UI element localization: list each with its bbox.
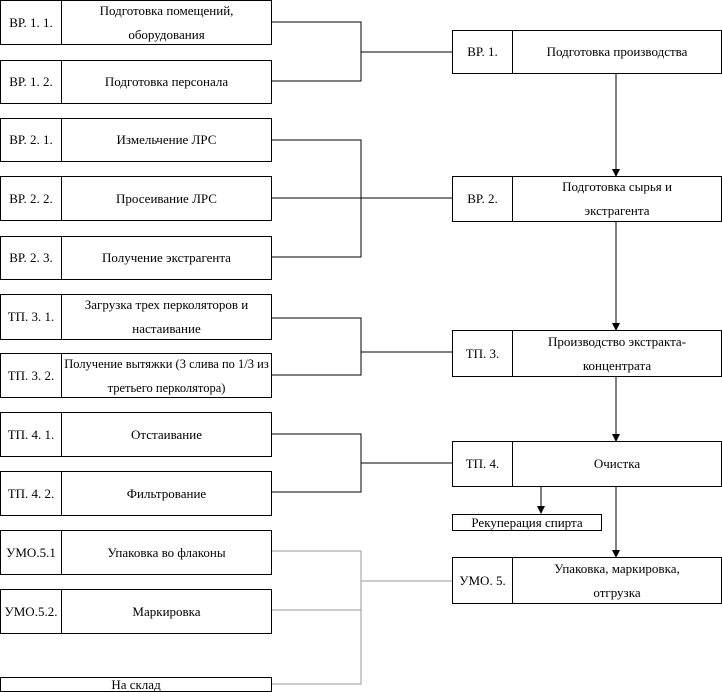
step-box-vr-2-1: ВР. 2. 1. Измельчение ЛРС bbox=[0, 118, 272, 162]
step-code: ВР. 2. 1. bbox=[1, 119, 62, 161]
alcohol-recovery-box: Рекуперация спирта bbox=[452, 514, 602, 531]
step-code: ВР. 2. 3. bbox=[1, 237, 62, 279]
stage-code: ВР. 1. bbox=[453, 31, 513, 73]
bracket-tp4 bbox=[271, 433, 362, 493]
bracket-umo5 bbox=[271, 550, 362, 685]
stage-name: Очистка bbox=[593, 456, 641, 471]
step-name: Просеивание ЛРС bbox=[116, 190, 217, 206]
step-box-vr-1-2: ВР. 1. 2. Подготовка персонала bbox=[0, 60, 272, 104]
stage-box-tp-4: ТП. 4. Очистка bbox=[452, 441, 722, 487]
step-name: Измельчение ЛРС bbox=[116, 132, 217, 147]
step-name: Подготовка персонала bbox=[104, 74, 229, 89]
step-name: Загрузка трех перколяторов и настаивание bbox=[84, 297, 249, 336]
step-box-tp-3-2: ТП. 3. 2. Получение вытяжки (3 слива по … bbox=[0, 353, 272, 398]
step-name: Отстаивание bbox=[131, 426, 202, 442]
stage-name: Производство экстракта-концентрата bbox=[547, 333, 687, 373]
step-name: Подготовка помещений, оборудования bbox=[99, 2, 234, 42]
step-box-umo-5-1: УМО.5.1 Упаковка во флаконы bbox=[0, 530, 272, 575]
step-box-vr-1-1: ВР. 1. 1. Подготовка помещений, оборудов… bbox=[0, 0, 272, 45]
step-name: Упаковка во флаконы bbox=[107, 544, 226, 560]
stage-code: ВР. 2. bbox=[453, 177, 513, 221]
step-code: ТП. 4. 2. bbox=[1, 472, 62, 515]
step-name: Маркировка bbox=[132, 603, 201, 619]
step-box-tp-4-2: ТП. 4. 2. Фильтрование bbox=[0, 471, 272, 516]
stage-box-tp-3: ТП. 3. Производство экстракта-концентрат… bbox=[452, 330, 722, 377]
step-code: ТП. 3. 2. bbox=[1, 354, 62, 397]
step-box-umo-5-2: УМО.5.2. Маркировка bbox=[0, 589, 272, 634]
stage-name: Подготовка производства bbox=[546, 44, 688, 59]
stage-code: ТП. 4. bbox=[453, 442, 513, 486]
step-box-tp-3-1: ТП. 3. 1. Загрузка трех перколяторов и н… bbox=[0, 294, 272, 340]
step-code: ВР. 2. 2. bbox=[1, 177, 62, 220]
step-name: Фильтрование bbox=[126, 485, 207, 501]
step-code: УМО.5.2. bbox=[1, 590, 62, 633]
step-code: ВР. 1. 2. bbox=[1, 61, 62, 103]
step-code: ТП. 3. 1. bbox=[1, 295, 62, 339]
step-box-vr-2-2: ВР. 2. 2. Просеивание ЛРС bbox=[0, 176, 272, 221]
stage-box-umo-5: УМО. 5. Упаковка, маркировка, отгрузка bbox=[452, 557, 722, 604]
stage-name: Упаковка, маркировка, отгрузка bbox=[554, 560, 680, 600]
stage-code: УМО. 5. bbox=[453, 558, 513, 603]
step-code: ТП. 4. 1. bbox=[1, 413, 62, 456]
step-code: УМО.5.1 bbox=[1, 531, 62, 574]
step-name: Получение экстрагента bbox=[102, 250, 231, 265]
step-name: Получение вытяжки (3 слива по 1/3 из тре… bbox=[64, 356, 269, 395]
storage-box: На склад bbox=[0, 677, 272, 692]
step-box-tp-4-1: ТП. 4. 1. Отстаивание bbox=[0, 412, 272, 457]
stage-box-vr-2: ВР. 2. Подготовка сырья и экстрагента bbox=[452, 176, 722, 222]
bracket-tp3 bbox=[271, 317, 362, 376]
step-code: ВР. 1. 1. bbox=[1, 1, 62, 44]
stage-name: Подготовка сырья и экстрагента bbox=[562, 179, 672, 218]
stage-code: ТП. 3. bbox=[453, 331, 513, 376]
stage-box-vr-1: ВР. 1. Подготовка производства bbox=[452, 30, 722, 74]
step-box-vr-2-3: ВР. 2. 3. Получение экстрагента bbox=[0, 236, 272, 280]
bracket-vr1 bbox=[271, 21, 362, 82]
